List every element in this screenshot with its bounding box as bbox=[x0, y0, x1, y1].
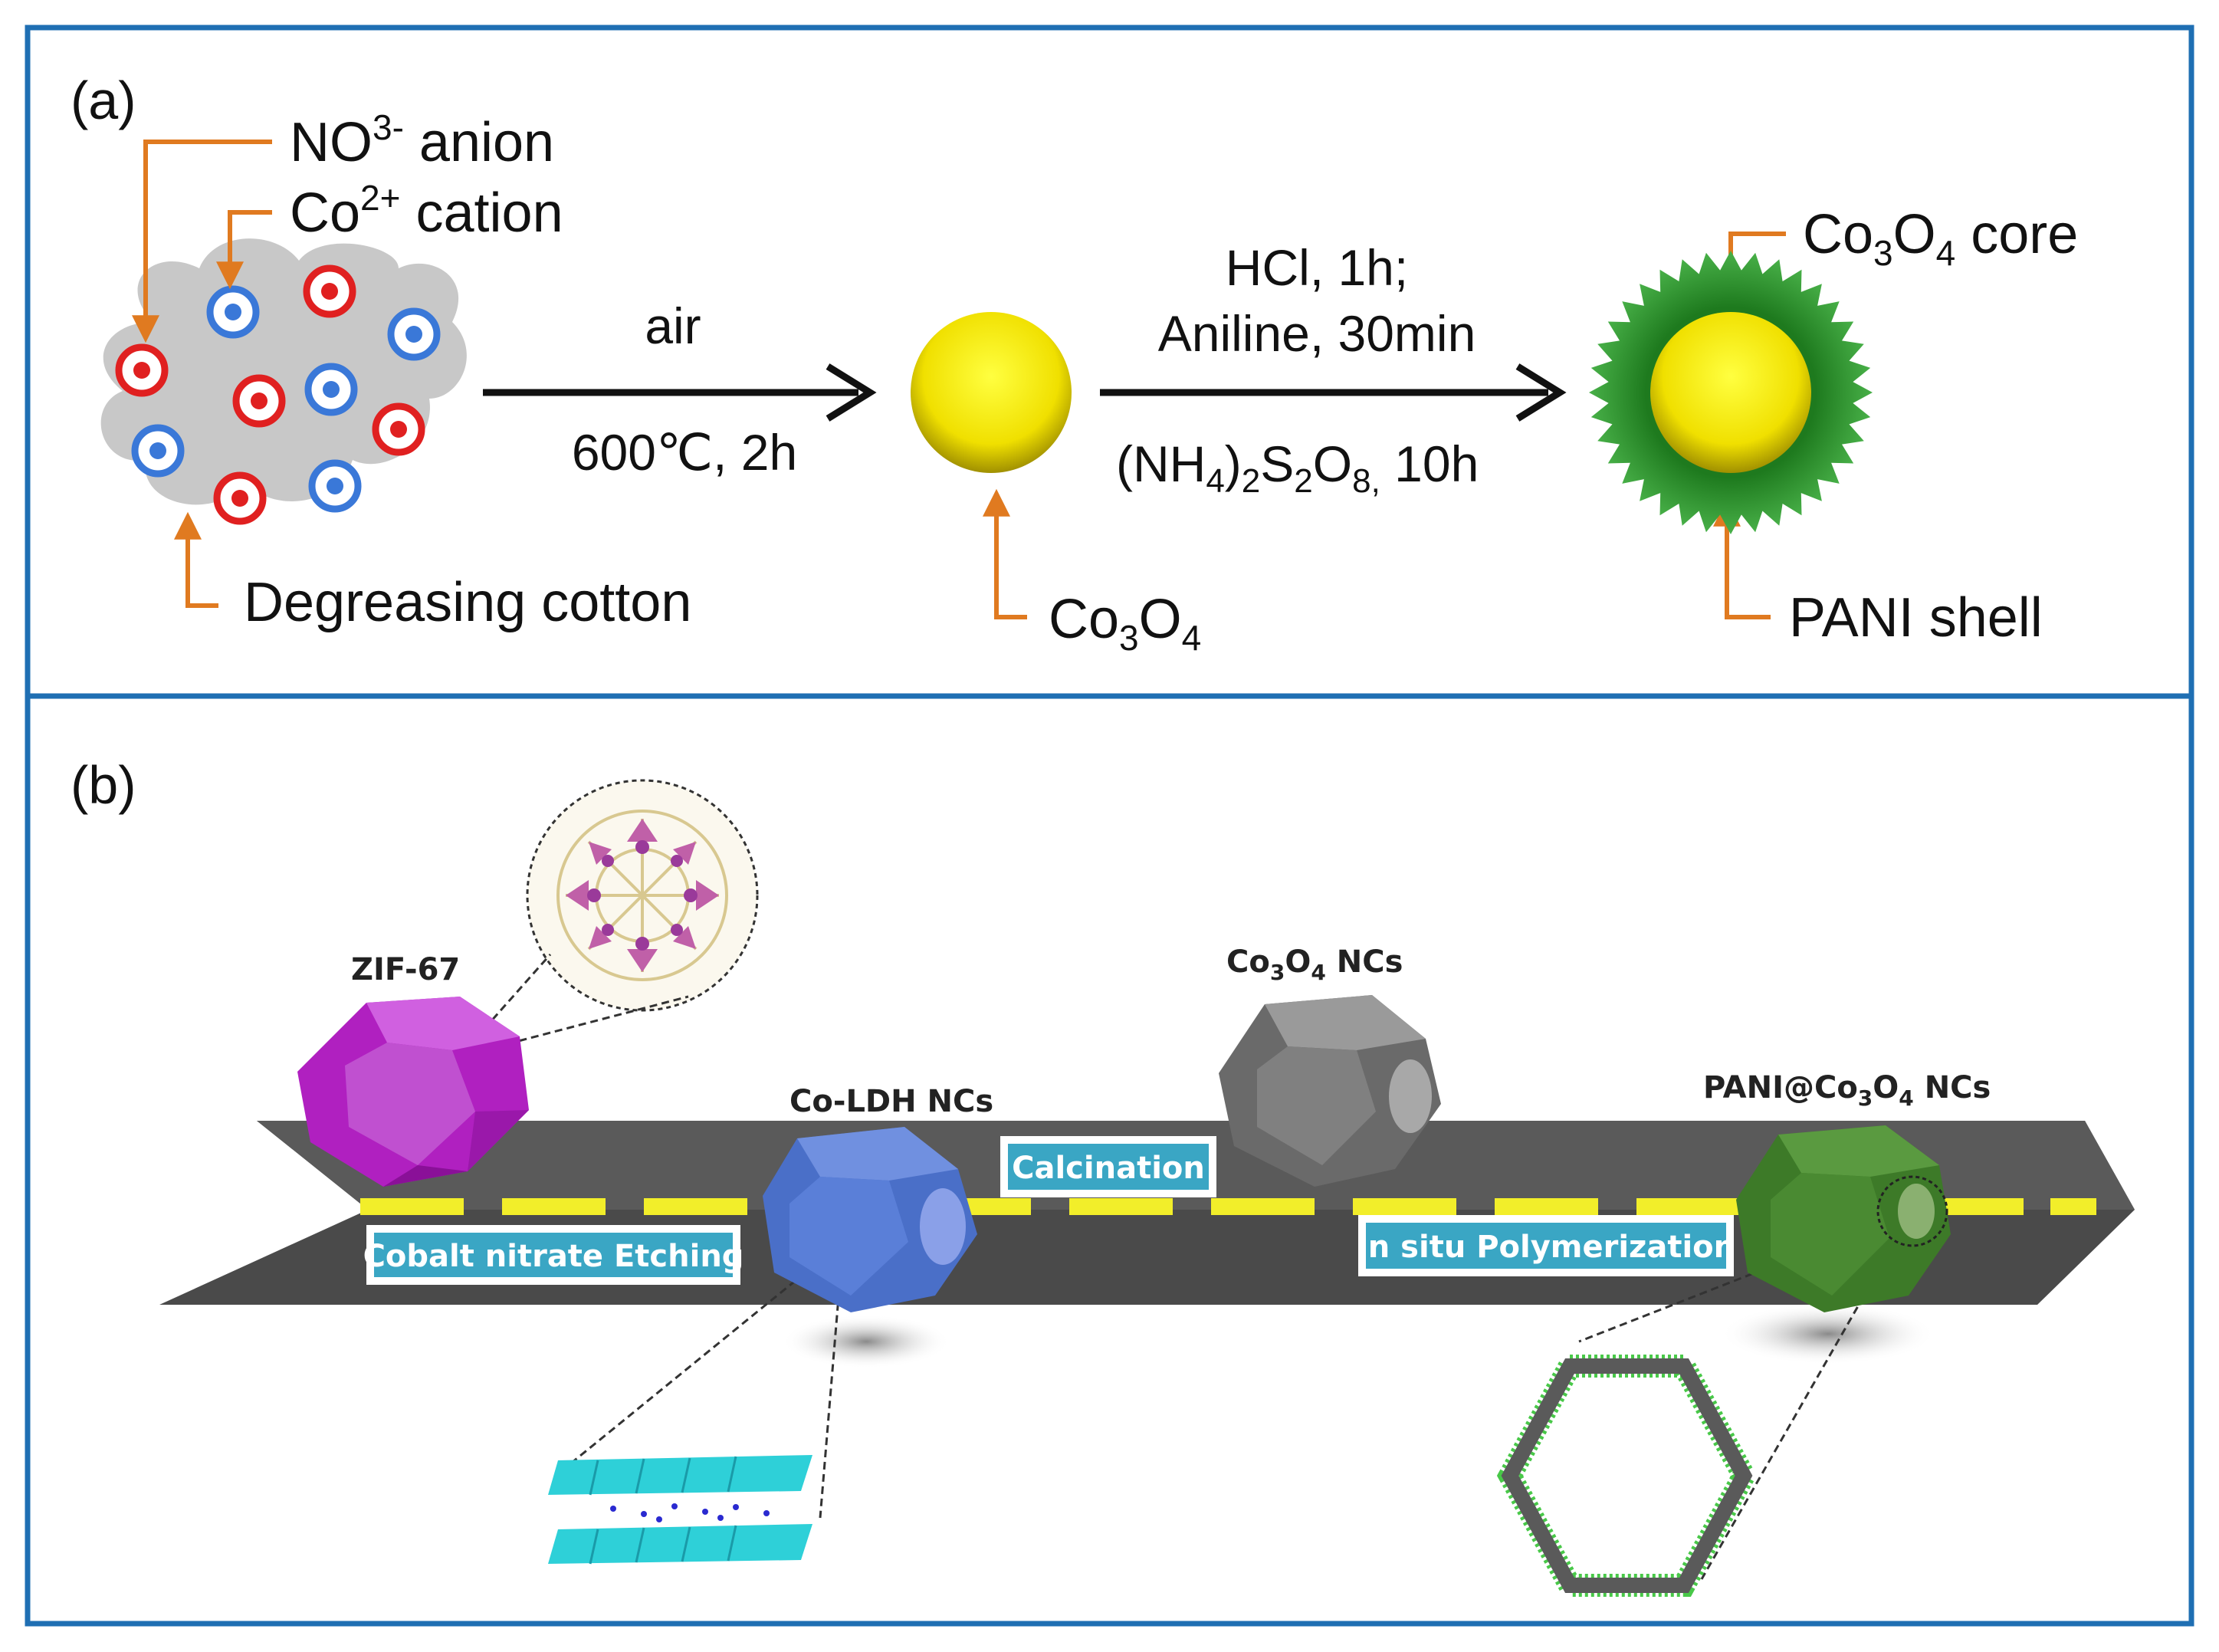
no3-anion-icon bbox=[232, 374, 286, 428]
step1-condition-bottom: 600℃, 2h bbox=[572, 424, 797, 481]
panel-a-label: (a) bbox=[71, 71, 136, 130]
co2-cation-icon bbox=[304, 363, 358, 416]
ion-markers bbox=[115, 264, 441, 525]
step-banner-polymerization: In situ Polymerization bbox=[1357, 1215, 1735, 1276]
hollow-hexagon-cross-section bbox=[1496, 1355, 1758, 1597]
pani-shell-label: PANI shell bbox=[1789, 587, 2043, 649]
co2-cation-icon bbox=[387, 307, 441, 361]
co2-cation-icon bbox=[206, 285, 260, 339]
core-shell-particle bbox=[1589, 251, 1873, 534]
co-ldh-label: Co-LDH NCs bbox=[789, 1084, 993, 1119]
step1-condition-top: air bbox=[645, 297, 701, 354]
no3-anion-icon bbox=[115, 343, 169, 397]
step-banner-etching: Cobalt nitrate Etching bbox=[363, 1225, 744, 1285]
pani-co3o4-ncs-label: PANI@Co3O4 NCs bbox=[1703, 1070, 1991, 1111]
degreasing-cotton-label: Degreasing cotton bbox=[244, 572, 691, 633]
co3o4-ncs-label: Co3O4 NCs bbox=[1226, 944, 1403, 985]
co2-cation-icon bbox=[308, 459, 362, 513]
co3o4-sphere bbox=[911, 312, 1072, 473]
co3o4-nc-polyhedron bbox=[1219, 995, 1441, 1187]
co3o4-core bbox=[1650, 312, 1811, 473]
svg-text:In situ Polymerization: In situ Polymerization bbox=[1357, 1230, 1735, 1265]
zif67-label: ZIF-67 bbox=[351, 952, 460, 987]
svg-text:Calcination: Calcination bbox=[1012, 1151, 1205, 1186]
no3-anion-label: NO3- anion bbox=[290, 107, 554, 173]
panel-b-label: (b) bbox=[71, 755, 136, 815]
process-arrow-1 bbox=[483, 363, 877, 422]
step-banner-calcination: Calcination bbox=[1000, 1136, 1216, 1197]
co2-cation-icon bbox=[131, 424, 185, 478]
panel-b-frame bbox=[25, 693, 2194, 1627]
co3o4-label: Co3O4 bbox=[1049, 589, 1201, 658]
no3-anion-icon bbox=[372, 402, 425, 456]
pani-shadow bbox=[1721, 1303, 1935, 1365]
no3-anion-icon bbox=[213, 471, 267, 525]
co3o4-core-label: Co3O4 core bbox=[1803, 204, 2078, 273]
co2-cation-label: Co2+ cation bbox=[290, 178, 563, 244]
process-arrow-2 bbox=[1100, 363, 1567, 422]
ldh-layer-structure bbox=[548, 1455, 812, 1565]
step2-condition-line2: Aniline, 30min bbox=[1158, 305, 1476, 362]
ldh-shadow bbox=[782, 1315, 950, 1368]
zif67-structure-zoom bbox=[526, 779, 759, 1012]
co-ldh-polyhedron bbox=[763, 1127, 977, 1312]
step2-condition-line1: HCl, 1h; bbox=[1226, 239, 1408, 296]
svg-text:Cobalt nitrate Etching: Cobalt nitrate Etching bbox=[363, 1239, 744, 1274]
no3-anion-icon bbox=[303, 264, 356, 318]
pani-co3o4-nc-polyhedron bbox=[1736, 1125, 1951, 1312]
step2-condition-bottom: (NH4)2S2O8, 10h bbox=[1116, 435, 1479, 500]
zif67-polyhedron bbox=[297, 997, 529, 1187]
